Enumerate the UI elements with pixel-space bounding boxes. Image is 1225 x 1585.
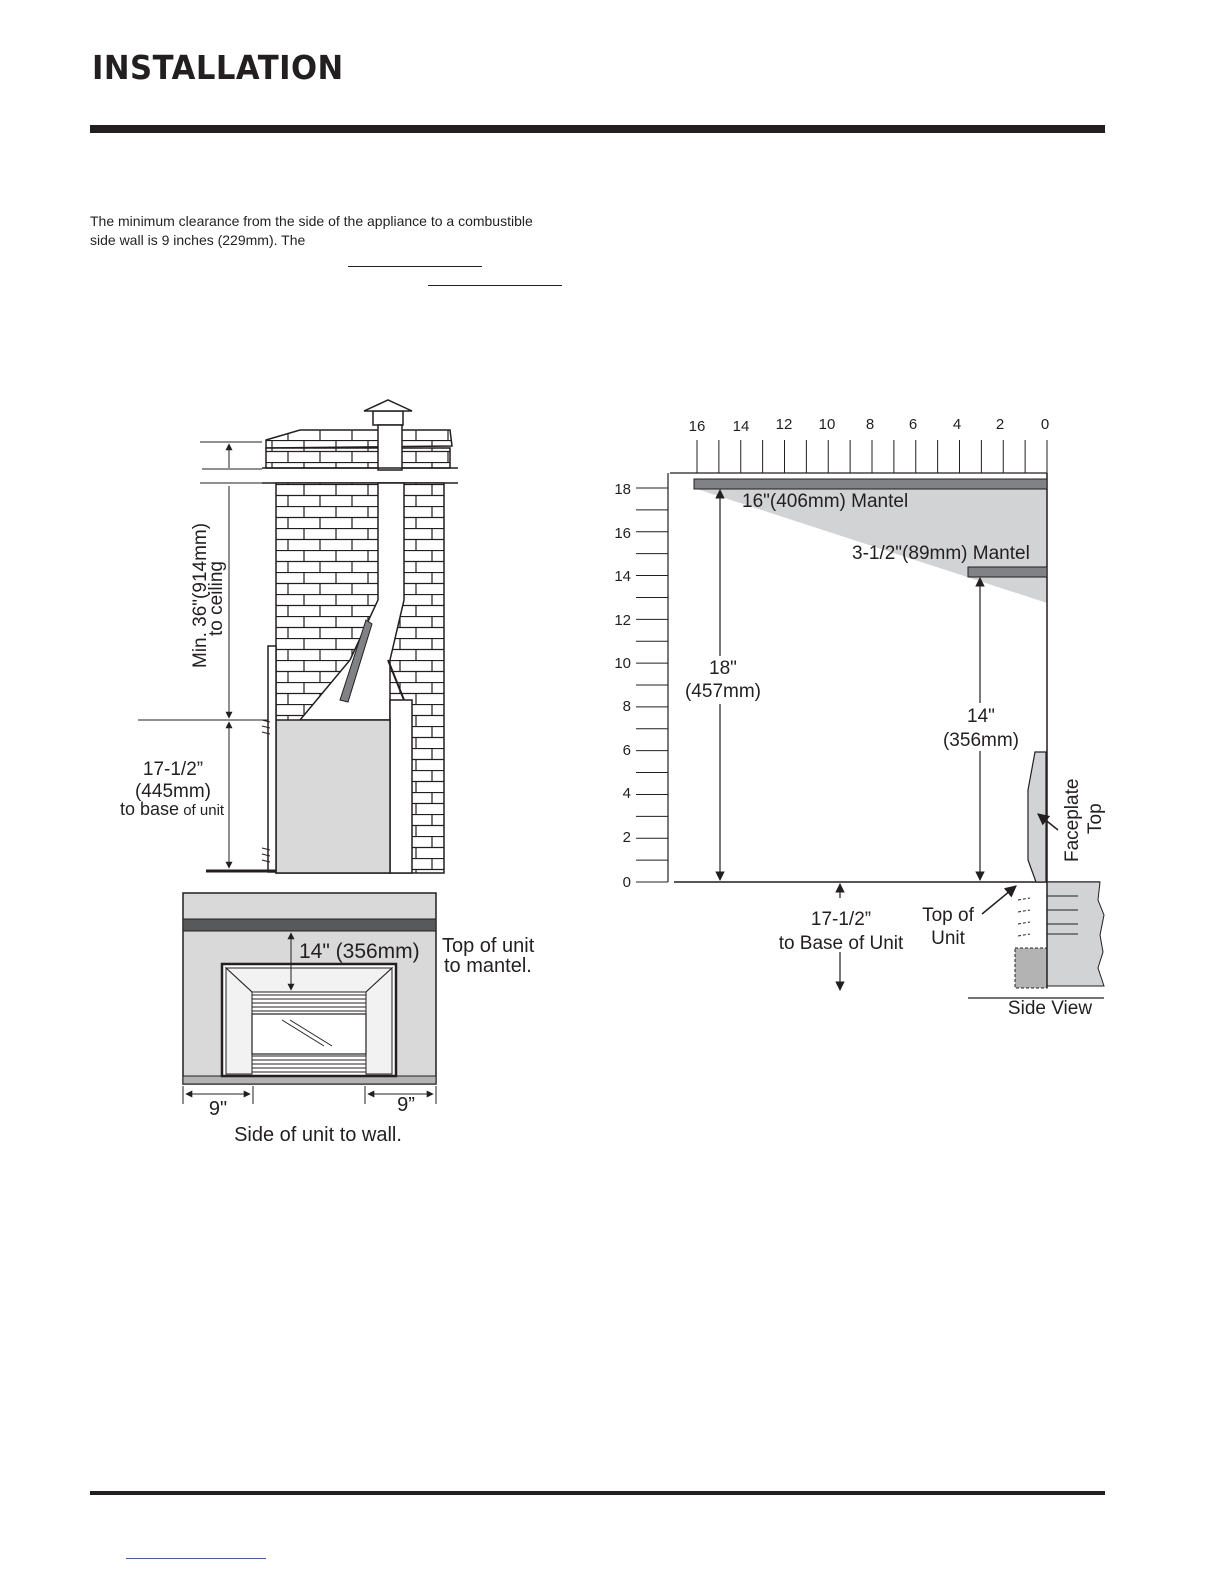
top-of-unit-label-1: Top of (922, 905, 974, 926)
base-label-3: to base of unit (120, 799, 225, 819)
footer-link-underline[interactable] (126, 1558, 266, 1559)
top-tick-2: 2 (996, 416, 1004, 433)
left-tick-14: 14 (614, 568, 631, 585)
base-unit-label-1: 17-1/2” (811, 909, 871, 930)
side-left-label: 9" (209, 1098, 227, 1120)
top-scale-labels: 16 14 12 10 8 6 4 2 0 (689, 416, 1050, 435)
faceplate-label-2: Top (1085, 803, 1106, 834)
dim-14-label-1: 14" (967, 706, 995, 727)
mantel-label-2: to mantel. (444, 955, 532, 977)
top-tick-8: 8 (866, 416, 874, 433)
top-of-unit-arrow (981, 885, 1017, 915)
side-caption: Side of unit to wall. (234, 1124, 402, 1146)
dim-18-label-1: 18" (709, 658, 737, 679)
chimney-cap (265, 399, 453, 471)
left-tick-2: 2 (623, 829, 631, 846)
side-wall-dimensions (182, 1086, 437, 1104)
ceiling-dimension (138, 441, 268, 869)
mantel-16in-bar (693, 478, 1048, 490)
top-tick-14: 14 (733, 418, 750, 435)
mantel-3half-bar (967, 566, 1048, 578)
mantel-16in-label: 16"(406mm) Mantel (742, 491, 908, 512)
mantel-dim-label: 14" (356mm) (299, 940, 420, 963)
top-tick-12: 12 (776, 416, 793, 433)
dim-14-label-2: (356mm) (943, 730, 1019, 751)
faceplate-arrow (1037, 813, 1059, 831)
top-of-unit-label-2: Unit (931, 928, 966, 949)
top-tick-0: 0 (1041, 416, 1049, 433)
top-scale-ticks (696, 440, 1048, 473)
front-view (182, 892, 437, 1085)
ceiling-label-1: Min. 36"(914mm) (190, 523, 211, 668)
blank-underline-1 (348, 266, 482, 267)
faceplate-shape (1027, 751, 1047, 883)
left-tick-10: 10 (614, 655, 631, 672)
left-tick-4: 4 (623, 785, 631, 802)
paragraph-line-2: side wall is 9 inches (229mm). The (90, 232, 306, 248)
left-scale-ticks (636, 487, 668, 883)
ceiling-label-2: to ceiling (206, 561, 227, 636)
dim-18-label-bg (684, 656, 764, 704)
left-tick-0: 0 (623, 874, 631, 891)
left-tick-18: 18 (614, 481, 631, 498)
left-tick-16: 16 (614, 525, 631, 542)
chimney-body (206, 482, 445, 874)
side-view-cutaway (968, 881, 1105, 999)
page-heading: INSTALLATION (92, 48, 344, 87)
header-rule (90, 125, 1105, 133)
top-tick-10: 10 (819, 416, 836, 433)
base-label-2: (445mm) (135, 781, 211, 802)
blank-underline-2 (428, 285, 562, 286)
left-tick-8: 8 (623, 698, 631, 715)
left-tick-6: 6 (623, 742, 631, 759)
side-view-label: Side View (1008, 998, 1092, 1019)
base-label-1: 17-1/2” (143, 759, 203, 780)
mantel-3half-label: 3-1/2"(89mm) Mantel (852, 543, 1030, 564)
dim-18-label-2: (457mm) (685, 681, 761, 702)
base-unit-label-2: to Base of Unit (779, 933, 904, 954)
side-right-label: 9” (397, 1094, 415, 1116)
footer-rule (90, 1491, 1105, 1495)
top-tick-4: 4 (953, 416, 961, 433)
faceplate-label-1: Faceplate (1062, 779, 1083, 862)
mantel-shade-zone (694, 488, 1047, 603)
top-tick-16: 16 (689, 418, 706, 435)
top-tick-6: 6 (909, 416, 917, 433)
paragraph-line-1: The minimum clearance from the side of t… (90, 213, 533, 229)
mantel-label-1: Top of unit (442, 935, 535, 957)
left-tick-12: 12 (614, 612, 631, 629)
intro-paragraph: The minimum clearance from the side of t… (90, 212, 630, 250)
left-scale-labels: 18 16 14 12 10 8 6 4 2 0 (614, 481, 631, 891)
dim-14-label-bg (940, 703, 1024, 751)
